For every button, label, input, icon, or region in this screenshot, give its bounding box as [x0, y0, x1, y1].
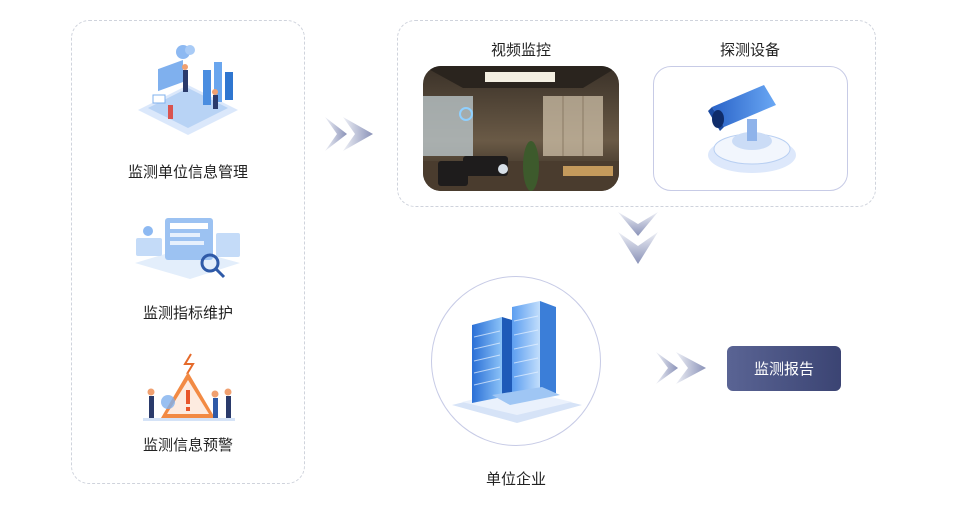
video-card[interactable] [423, 66, 619, 191]
report-button[interactable]: 监测报告 [727, 346, 841, 391]
data-dashboard-isometric-icon [138, 45, 238, 135]
item-label-indicator: 监测指标维护 [142, 304, 233, 322]
device-card[interactable] [653, 66, 848, 191]
arrow-down-icon [618, 212, 658, 264]
office-camera-photo [423, 66, 619, 191]
warning-alert-icon [143, 353, 235, 421]
video-title: 视频监控 [490, 41, 551, 59]
enterprise-circle[interactable] [431, 276, 601, 446]
arrow-right-icon [325, 117, 373, 151]
item-label-unit-info: 监测单位信息管理 [127, 163, 248, 181]
security-camera-icon [708, 85, 796, 173]
item-label-warning: 监测信息预警 [142, 436, 233, 454]
enterprise-label: 单位企业 [485, 470, 546, 488]
device-title: 探测设备 [719, 41, 780, 59]
left-panel [71, 20, 305, 484]
indicator-search-icon [135, 218, 240, 279]
top-panel [397, 20, 876, 207]
arrow-right-icon [656, 352, 706, 384]
building-icon [452, 301, 582, 423]
